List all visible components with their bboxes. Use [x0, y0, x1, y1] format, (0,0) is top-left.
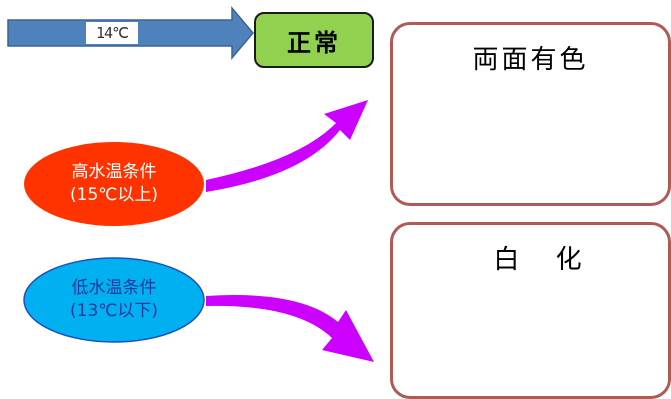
normal-result-box: 正常 — [254, 12, 374, 68]
low-temp-label: 低水温条件 — [71, 278, 157, 298]
high-temp-label: 高水温条件 — [71, 162, 157, 182]
high-temp-range: (15℃以上) — [70, 185, 158, 205]
colored-both-sides-panel: 両面有色 — [390, 22, 671, 206]
low-temp-range: (13℃以下) — [70, 301, 158, 321]
high-temp-condition: 高水温条件 (15℃以上) — [25, 142, 203, 226]
arrow-low-to-albino — [206, 295, 374, 362]
panel-title-albino: 白 化 — [493, 245, 596, 275]
high-temp-ellipse — [24, 142, 204, 226]
arrow-high-to-colored — [206, 100, 368, 192]
low-temp-condition: 低水温条件 (13℃以下) — [25, 258, 203, 342]
low-temp-ellipse — [23, 257, 205, 343]
temperature-label: 14℃ — [86, 22, 138, 44]
albino-panel: 白 化 — [390, 222, 671, 399]
panel-title-colored: 両面有色 — [472, 45, 589, 75]
